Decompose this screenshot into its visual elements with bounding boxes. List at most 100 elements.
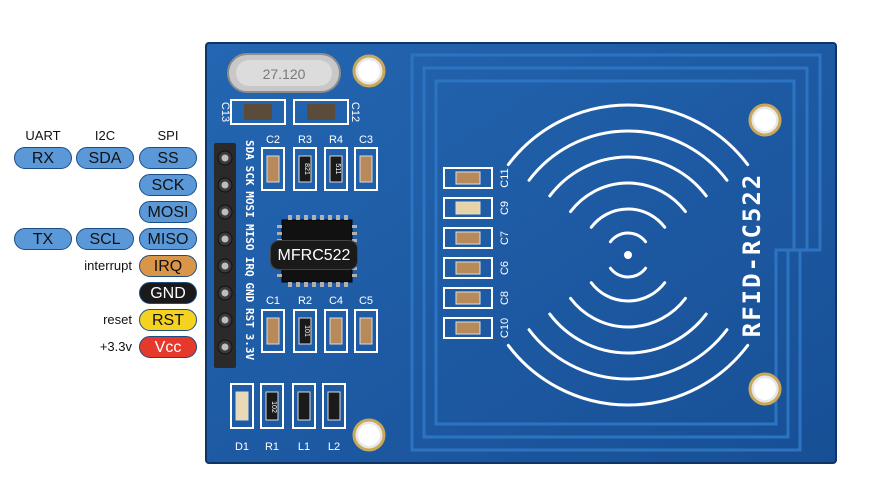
ic-pin: [312, 282, 316, 287]
silk-pin-label: RST: [243, 308, 256, 328]
ic-pin: [296, 215, 300, 220]
antenna-cap-pad: [443, 257, 493, 279]
resistor-mark: 102: [270, 401, 277, 413]
ic-pin: [277, 225, 282, 228]
c12-label: C12: [349, 102, 361, 122]
rf-arc-top: [527, 129, 729, 182]
ic-pin: [288, 215, 292, 220]
component-body: [266, 155, 280, 183]
component-body: [266, 317, 280, 345]
rf-arc-top: [589, 207, 667, 229]
ic-pin: [352, 232, 357, 235]
component-label: R4: [329, 134, 343, 146]
antenna-cap-pad: [443, 227, 493, 249]
antenna-cap-pad: [443, 317, 493, 339]
header-pin-center: [221, 262, 229, 270]
ic-pin: [328, 282, 332, 287]
header-pins: [214, 143, 236, 368]
component-pad: [293, 147, 317, 191]
ic-pin: [336, 282, 340, 287]
antenna-cap-body: [455, 231, 481, 245]
component-body: [359, 155, 373, 183]
note-reset: reset: [103, 312, 132, 327]
component-label: R2: [298, 295, 312, 307]
ic-pin: [328, 215, 332, 220]
component-pad: [354, 147, 378, 191]
note-3v3: +3.3v: [99, 339, 132, 354]
antenna-cap-body: [455, 291, 481, 305]
pin-tx: TX: [14, 228, 72, 250]
component-pad: [230, 383, 254, 429]
pin-rst: RST: [139, 309, 197, 331]
header-pin-center: [221, 343, 229, 351]
rf-arc-bottom: [608, 266, 648, 279]
component-pad: [293, 309, 317, 353]
ic-pin: [304, 215, 308, 220]
rf-arc-top: [548, 155, 708, 198]
component-label: C3: [359, 134, 373, 146]
component-pad: [260, 383, 284, 429]
component-body: [235, 391, 249, 421]
ic-pin: [320, 215, 324, 220]
silk-pin-label: GND: [243, 282, 256, 302]
component-pad: [322, 383, 346, 429]
component-label: D1: [235, 441, 249, 453]
ic-pin: [336, 215, 340, 220]
antenna-cap-body: [455, 261, 481, 275]
crystal: 27.120: [227, 53, 341, 93]
antenna-cap-label: C6: [499, 261, 511, 275]
antenna-cap-body: [455, 321, 481, 335]
rf-arc-top: [506, 103, 750, 167]
silk-pin-label: MOSI: [243, 191, 256, 218]
pin-miso: MISO: [139, 228, 197, 250]
silk-pin-label: SDA: [243, 140, 256, 160]
header-pin-center: [221, 154, 229, 162]
rf-center-dot: [624, 251, 632, 259]
component-body: [265, 391, 279, 421]
component-pad: [324, 309, 348, 353]
ic-pin: [352, 239, 357, 242]
pin-sck: SCK: [139, 174, 197, 196]
rf-arc-bottom: [569, 296, 687, 329]
antenna-cap-label: C7: [499, 231, 511, 245]
resistor-mark: 821: [303, 163, 310, 175]
header-pin-center: [221, 208, 229, 216]
header-uart: UART: [25, 128, 61, 143]
c13-label: C13: [219, 102, 231, 122]
component-label: C1: [266, 295, 280, 307]
header-pin-center: [221, 316, 229, 324]
rf-arc-top: [569, 181, 687, 214]
component-body: [327, 391, 341, 421]
rf-arc-bottom: [589, 281, 667, 303]
component-body: [298, 317, 312, 345]
component-pad: [324, 147, 348, 191]
pin-mosi: MOSI: [139, 201, 197, 223]
board-title: RFID-RC522: [738, 173, 766, 338]
antenna-cap-label: C10: [499, 318, 511, 338]
antenna-cap-label: C8: [499, 291, 511, 305]
pin-irq: IRQ: [139, 255, 197, 277]
crystal-label: 27.120: [263, 66, 306, 82]
header-i2c: I2C: [94, 128, 116, 143]
ic-pin: [352, 274, 357, 277]
ic-pin: [277, 274, 282, 277]
component-pad: [261, 147, 285, 191]
pin-vcc: Vcc: [139, 336, 197, 358]
component-label: L1: [298, 441, 310, 453]
ic-pin: [288, 282, 292, 287]
mounting-holes: [352, 54, 782, 452]
component-pad: [354, 309, 378, 353]
ic-pin: [344, 215, 348, 220]
component-body: [298, 155, 312, 183]
caps-top-left: C13 C12: [219, 99, 361, 125]
pin-sda: SDA: [76, 147, 134, 169]
antenna-cap-body: [455, 201, 481, 215]
header-pin-center: [221, 289, 229, 297]
component-pad: [261, 309, 285, 353]
silk-pin-label: SCK: [243, 166, 256, 186]
